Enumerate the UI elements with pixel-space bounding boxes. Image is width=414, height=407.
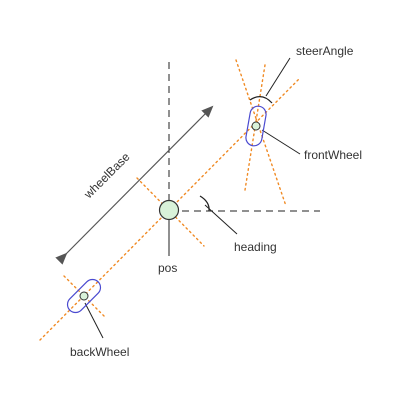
back-wheel-center (79, 291, 89, 301)
steer-angle-arc (249, 96, 273, 104)
pos-label: pos (158, 261, 177, 275)
back-wheel-label: backWheel (70, 345, 129, 359)
wheel-base-arrow (55, 105, 214, 265)
front-wheel-axle-line (235, 59, 287, 207)
back-wheel (66, 278, 102, 314)
steer-angle-label: steerAngle (296, 44, 354, 58)
heading-leader (204, 204, 238, 235)
front-wheel-body (245, 105, 267, 147)
front-wheel-label: frontWheel (304, 148, 362, 162)
back-wheel-leader (84, 302, 104, 339)
heading-angle-arc (199, 195, 210, 212)
front-wheel-center (251, 121, 261, 131)
back-wheel-body (66, 278, 102, 314)
heading-label: heading (234, 240, 277, 254)
front-wheel-direction-line (244, 64, 266, 191)
pos-marker (158, 199, 180, 221)
steer-angle-leader (265, 57, 291, 97)
front-wheel-leader (261, 129, 301, 155)
front-wheel (245, 105, 267, 147)
